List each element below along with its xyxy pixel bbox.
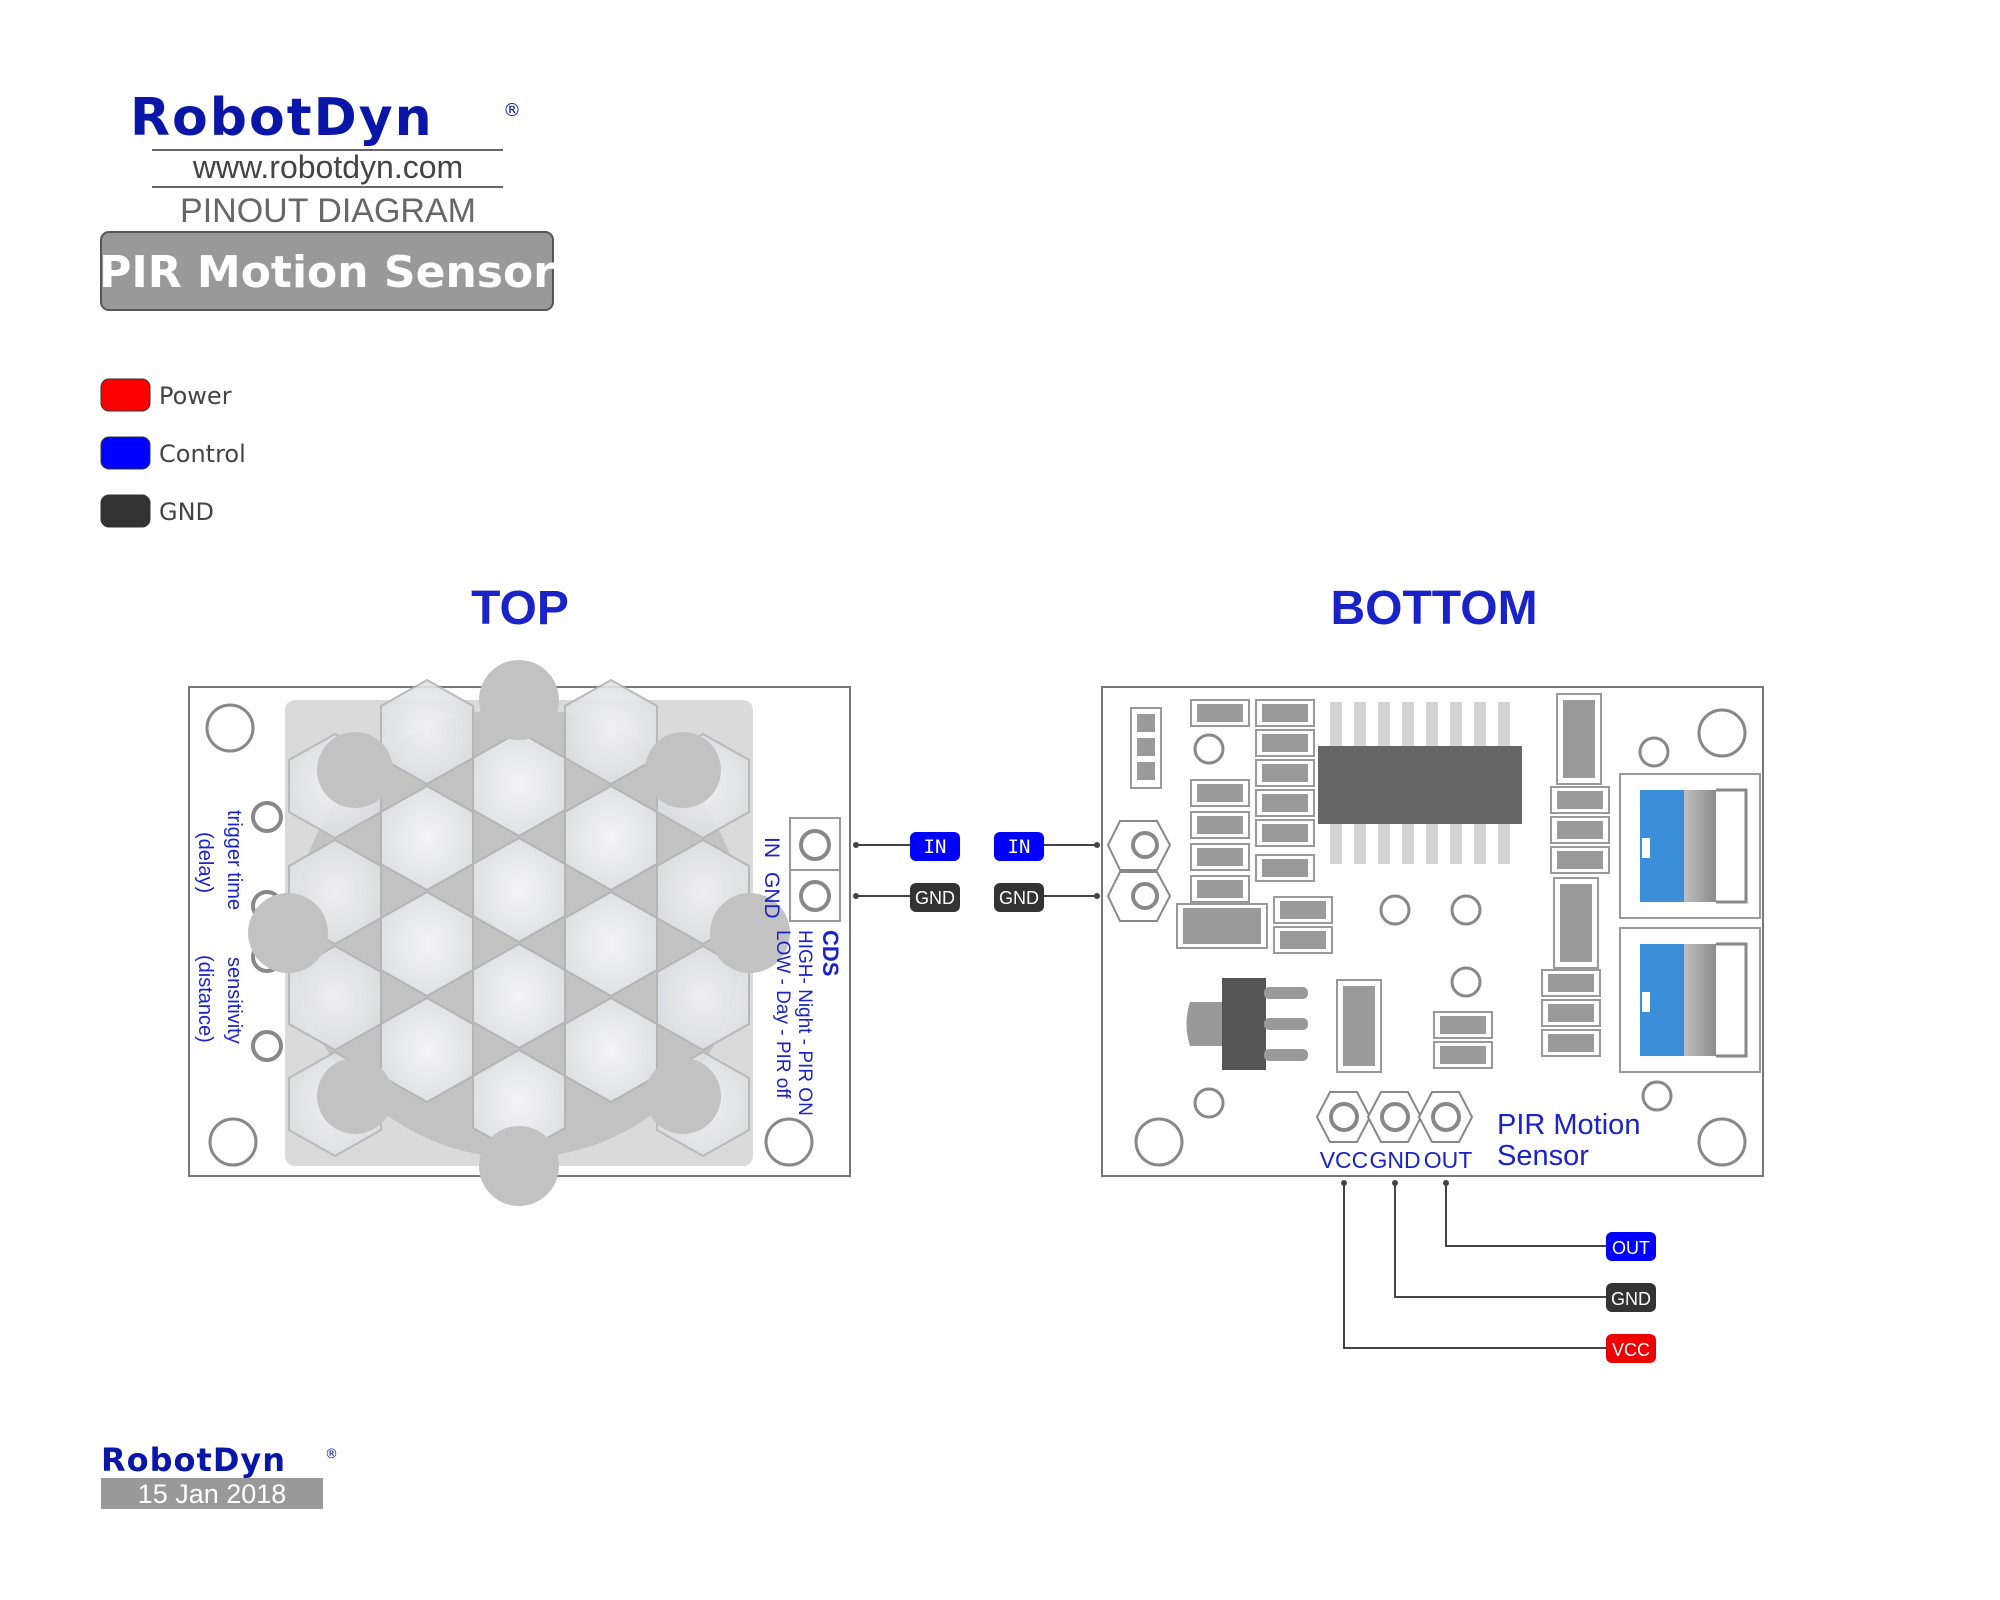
ic-chip [1318, 702, 1522, 864]
out-tag-label: OUT [1612, 1238, 1650, 1258]
footer: RobotDyn ® 15 Jan 2018 [101, 1441, 338, 1509]
footer-brand: RobotDyn [101, 1441, 286, 1479]
legend-swatch-control [100, 436, 151, 470]
legend-swatch-power [100, 378, 151, 412]
trigger-delay-label: (delay) [194, 832, 216, 893]
footer-date-box [101, 1478, 323, 1509]
top-in-tag [910, 832, 960, 861]
vcc-tag-label: VCC [1612, 1340, 1650, 1360]
voltage-regulator [1186, 978, 1308, 1070]
bottom-pin-leaders-left: IN GND [994, 832, 1100, 912]
bottom-pin-gnd-label: GND [1369, 1147, 1420, 1173]
pinout-subtitle: PINOUT DIAGRAM [180, 192, 476, 230]
sensitivity-pot-pad [251, 1030, 283, 1062]
mounting-hole [764, 1117, 814, 1167]
bottom-cds-header [1106, 820, 1172, 922]
header: RobotDyn ® www.robotdyn.com PINOUT DIAGR… [99, 88, 555, 311]
legend-label-control: Control [159, 440, 246, 468]
cds-low-note: LOW - Day - PIR off [772, 930, 793, 1099]
board-silkscreen-line2: Sensor [1497, 1140, 1589, 1172]
top-pin-leaders: IN GND [853, 832, 960, 912]
legend-label-power: Power [159, 382, 232, 410]
legend-label-gnd: GND [159, 498, 214, 526]
bottom-board: VCC GND OUT PIR Motion Sensor [1101, 686, 1764, 1177]
bottom-gnd-tag-label: GND [999, 888, 1039, 908]
vcc-tag [1606, 1334, 1656, 1363]
product-title-box [100, 231, 554, 311]
top-board: trigger time (delay) sensitivity (distan… [188, 660, 851, 1206]
mounting-hole [1697, 1117, 1747, 1167]
cds-pin-in-label: IN [760, 837, 783, 858]
cds-pin-in-pad [799, 829, 831, 861]
smd-components [1176, 693, 1610, 1073]
cds-pin-gnd-label: GND [760, 872, 783, 919]
bottom-in-tag [994, 832, 1044, 861]
bottom-gnd-tag [994, 883, 1044, 912]
cds-title: CDS [818, 930, 843, 976]
trigger-time-label: trigger time [223, 810, 245, 910]
capacitor [1619, 773, 1761, 919]
vias [1193, 733, 1673, 1119]
top-gnd-tag [910, 883, 960, 912]
footer-registered-mark: ® [325, 1447, 338, 1462]
mounting-hole [1134, 1117, 1184, 1167]
legend-swatch-gnd [100, 494, 151, 528]
product-title: PIR Motion Sensor [99, 247, 555, 298]
lens-scallops [248, 660, 790, 1206]
legend: Power Control GND [100, 378, 246, 528]
top-in-tag-label: IN [924, 836, 947, 858]
capacitor [1619, 927, 1761, 1073]
mounting-hole [205, 703, 255, 753]
trigger-pot-pad [251, 801, 283, 833]
bottom-pin-vcc-label: VCC [1320, 1147, 1369, 1173]
footer-date: 15 Jan 2018 [138, 1479, 287, 1509]
bottom-view-title: BOTTOM [1330, 582, 1537, 635]
brand-logo: RobotDyn [130, 88, 434, 148]
sensitivity-distance-label: (distance) [194, 955, 216, 1043]
registered-mark: ® [503, 100, 521, 121]
website-text: www.robotdyn.com [192, 149, 463, 185]
gnd-tag-label: GND [1611, 1289, 1651, 1309]
gnd-tag [1606, 1283, 1656, 1312]
bottom-in-tag-label: IN [1008, 836, 1031, 858]
out-tag [1606, 1232, 1656, 1261]
top-gnd-tag-label: GND [915, 888, 955, 908]
bottom-pin-out-label: OUT [1424, 1147, 1473, 1173]
sensitivity-label: sensitivity [223, 957, 245, 1044]
cds-high-note: HIGH- Night - PIR ON [794, 930, 815, 1116]
top-view-title: TOP [471, 582, 569, 635]
mounting-hole [1697, 708, 1747, 758]
mounting-hole [208, 1117, 258, 1167]
output-header [1315, 1091, 1474, 1143]
cds-pin-gnd-pad [799, 880, 831, 912]
board-silkscreen-line1: PIR Motion [1497, 1109, 1640, 1141]
bottom-output-leaders: OUT GND VCC [1341, 1180, 1656, 1363]
